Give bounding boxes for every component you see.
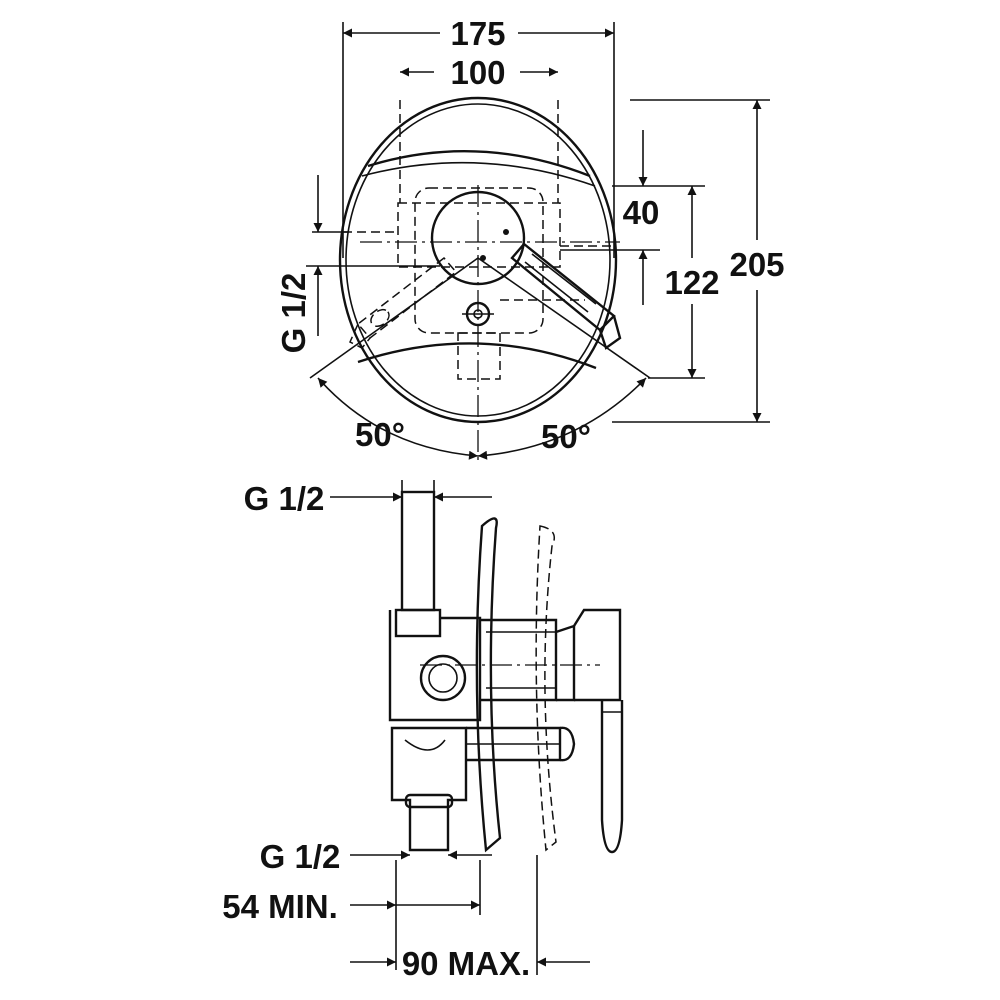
hidden-lower-connection [457,332,501,380]
dimension-g12-bottom: G 1/2 [260,838,492,875]
lever-left-dashed [349,256,458,349]
dimension-g12-front: G 1/2 [275,175,440,353]
dimension-g12-top: G 1/2 [244,480,492,517]
dim-175-label: 175 [450,15,505,52]
dim-100-label: 100 [450,54,505,91]
body-outlet-circle-inner [428,663,458,693]
lower-nut [404,793,454,809]
dim-90-max-label: 90 MAX. [402,945,530,982]
upper-pipe-nut [394,608,442,638]
lower-body [390,726,468,852]
handle-head [572,608,622,702]
cover-plate-upper-band [367,149,591,178]
cartridge-sleeve [480,618,558,702]
hidden-mixer-body [414,187,544,334]
cover-plate-max-position [535,525,557,852]
mixer-body [388,610,482,722]
hidden-body-outer [397,202,561,268]
dim-g12-front-label: G 1/2 [275,273,312,354]
dimension-175: 175 [342,15,615,258]
lower-body-curve [404,739,446,751]
cover-plate-profile [475,517,502,853]
dimension-122: 122 [612,185,720,379]
cover-plate-lower-band [357,342,597,370]
dim-g12-bottom-label: G 1/2 [260,838,341,875]
side-view: G 1/2 G 1/2 54 MIN. 90 MAX. [222,480,624,982]
upper-pipe [400,490,436,612]
body-outlet-circle [419,654,467,702]
diverter-knob-side [559,726,576,762]
dimension-54-min: 54 MIN. [222,860,481,970]
dimension-40: 40 [560,130,660,305]
angle-dimensions: 50° 50° [309,257,651,460]
dim-g12-top-label: G 1/2 [244,480,325,517]
dimension-100: 100 [400,54,558,91]
dim-40-label: 40 [623,194,660,231]
angle-left-label: 50° [355,416,405,453]
dim-54-min-label: 54 MIN. [222,888,338,925]
cover-plate-upper-band-inner [361,161,596,187]
angle-right-label: 50° [541,418,591,455]
handle-pivot-dot-1 [503,229,509,235]
handle-cone [555,624,576,702]
dim-205-label: 205 [729,246,784,283]
handle-base-circle [430,190,526,286]
dimension-205: 205 [612,99,785,423]
lever-side [600,700,624,854]
dim-122-label: 122 [664,264,719,301]
front-view: 175 100 205 122 40 [275,15,785,460]
lever-right [510,242,622,350]
dimension-90-max: 90 MAX. [350,855,590,982]
